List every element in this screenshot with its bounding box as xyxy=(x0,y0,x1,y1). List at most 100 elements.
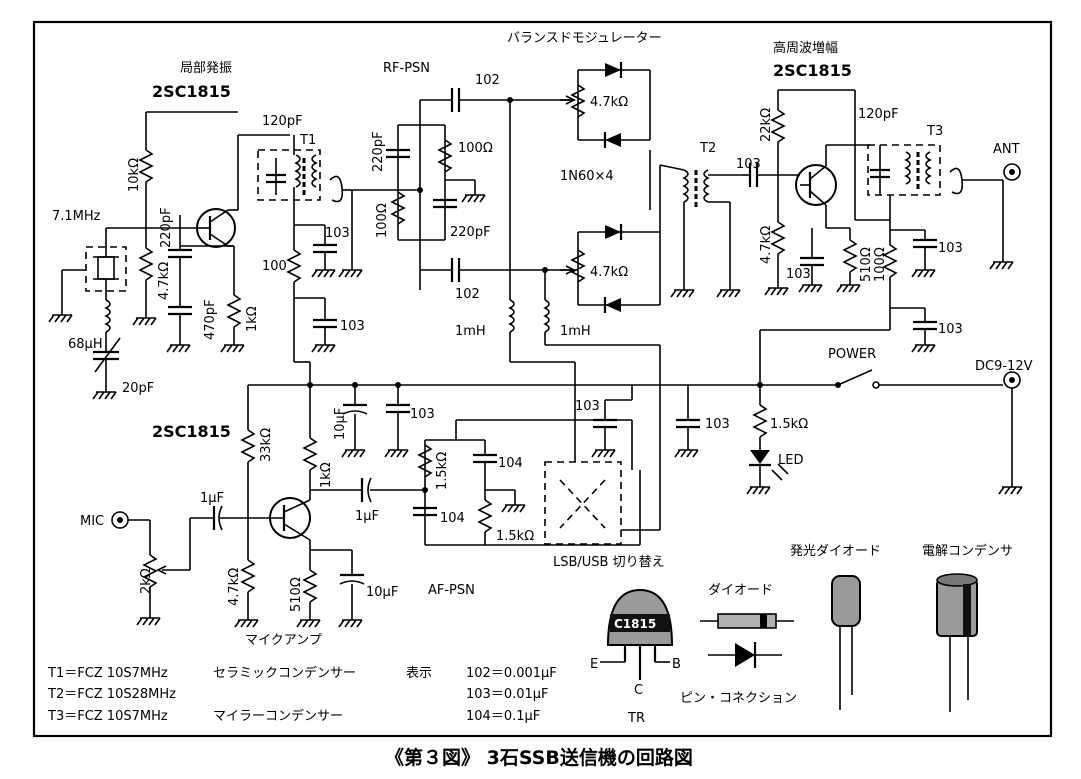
label-r-100-b: 100Ω xyxy=(458,141,493,156)
switch-label: LSB/USB 切り替え xyxy=(553,555,665,570)
ground-icon xyxy=(311,269,336,278)
diode-bm-4-icon xyxy=(605,298,621,312)
local-oscillator-section xyxy=(61,111,337,392)
lsb-usb-switch-icon xyxy=(544,461,622,545)
t2-secondary-coil xyxy=(703,169,710,203)
tr-pin-e: E xyxy=(590,657,598,672)
ground-icon xyxy=(836,284,861,293)
label-c-103-d: 103 xyxy=(786,267,811,282)
legend-102: 102＝0.001μF xyxy=(466,666,557,681)
legend-mylar: マイラーコンデンサー xyxy=(213,708,343,724)
label-r-100-a: 100 xyxy=(262,259,287,274)
label-l-1mh-a: 1mH xyxy=(455,324,486,339)
ground-icon xyxy=(716,289,741,298)
label-l-1mh-b: 1mH xyxy=(560,324,591,339)
diode-bm-3-icon xyxy=(605,225,621,239)
diode-symbol-icon xyxy=(735,643,755,667)
label-c-470pf: 470pF xyxy=(203,299,218,340)
ground-icon xyxy=(746,486,771,495)
label-c-103-f: 103 xyxy=(938,322,963,337)
ant-connector-icon xyxy=(1003,163,1021,181)
t2-primary-coil xyxy=(682,169,689,203)
led-part-label: 発光ダイオード xyxy=(790,544,881,559)
mic-amp-section xyxy=(111,385,425,620)
figure-caption: 《第３図》 3石SSB送信機の回路図 xyxy=(385,746,693,769)
label-c-1uf-a: 1μF xyxy=(200,491,224,506)
hf-amp-transistor: 2SC1815 xyxy=(773,61,852,80)
label-r-33k: 33kΩ xyxy=(259,428,274,462)
resistor-1k-mic xyxy=(302,437,318,471)
pin-connection-label: ピン・コネクション xyxy=(680,691,797,706)
label-c-10uf-b: 10μF xyxy=(366,585,398,600)
tr-pin-c: C xyxy=(634,683,643,698)
legend-t1: T1＝FCZ 10S7MHz xyxy=(47,666,168,681)
ground-icon xyxy=(132,317,157,326)
mic-amp-title: マイクアンプ xyxy=(245,633,322,648)
resistor-4k7-hf xyxy=(770,221,786,255)
label-mic: MIC xyxy=(80,514,104,529)
ground-icon xyxy=(911,344,936,353)
led-icon xyxy=(750,450,770,464)
balanced-modulator-title: バランスドモジュレーター xyxy=(507,31,662,46)
inductor-1mh-b xyxy=(543,299,550,333)
label-r-4k7-bm-b: 4.7kΩ xyxy=(590,265,628,280)
ground-icon xyxy=(911,269,936,278)
t3-primary-coil xyxy=(904,151,911,185)
diode-bm-1-icon xyxy=(605,63,621,77)
label-c-10uf-a: 10μF xyxy=(333,408,348,440)
diagram-frame xyxy=(32,20,1053,738)
label-t1: T1 xyxy=(299,133,316,148)
resistor-1k-osc xyxy=(226,294,242,328)
resistor-510-mic xyxy=(302,569,318,603)
resistor-4k7-mic xyxy=(240,559,256,593)
hf-amp-section xyxy=(742,89,1021,385)
label-r-4k7-hf: 4.7kΩ xyxy=(759,226,774,264)
label-c-1uf-b: 1μF xyxy=(355,509,379,524)
label-c-102-b: 102 xyxy=(455,287,480,302)
label-r-1k-a: 1kΩ xyxy=(245,306,260,332)
rf-psn-section xyxy=(329,88,575,290)
label-c-104-b: 104 xyxy=(440,511,465,526)
label-t3: T3 xyxy=(926,124,943,139)
ground-icon xyxy=(670,289,695,298)
label-r-2k: 2kΩ xyxy=(139,568,154,594)
label-power: POWER xyxy=(828,347,876,362)
label-c-104-a: 104 xyxy=(498,456,523,471)
label-r-4k7-bm-a: 4.7kΩ xyxy=(590,95,628,110)
resistor-510-hf xyxy=(842,239,858,273)
local-osc-title: 局部発振 xyxy=(180,61,232,76)
ground-icon xyxy=(338,269,363,278)
ground-icon xyxy=(384,449,409,458)
label-c-103-g: 103 xyxy=(410,407,435,422)
label-led: LED xyxy=(778,453,803,468)
ground-icon xyxy=(798,284,823,293)
label-r-1k5-af-a: 1.5kΩ xyxy=(435,452,450,490)
ground-icon xyxy=(234,619,259,628)
label-c-120pf-b: 120pF xyxy=(858,107,899,122)
hf-amp-title: 高周波増幅 xyxy=(773,40,838,56)
label-c-220pf-c: 220pF xyxy=(450,225,491,240)
resistor-100-hf xyxy=(882,244,898,278)
label-c-102-a: 102 xyxy=(475,73,500,88)
legend-ceramic: セラミックコンデンサー xyxy=(213,665,356,681)
ground-icon xyxy=(674,449,699,458)
transistor-hf-icon xyxy=(795,164,837,206)
transistor-osc-icon xyxy=(196,208,236,248)
label-r-100-d: 100Ω xyxy=(873,247,888,282)
tr-marking: C1815 xyxy=(614,617,656,631)
crystal-icon xyxy=(97,256,115,280)
label-freq: 7.1MHz xyxy=(52,209,101,224)
label-c-220pf-a: 220pF xyxy=(159,207,174,248)
ground-icon xyxy=(220,344,245,353)
tr-pin-b: B xyxy=(672,657,681,672)
t1-shield xyxy=(257,149,321,201)
ground-icon xyxy=(989,261,1014,270)
resistor-4k7-osc xyxy=(138,247,154,281)
crystal-shield xyxy=(85,246,127,292)
label-diodes: 1N60×4 xyxy=(560,169,614,184)
label-r-1k5-led: 1.5kΩ xyxy=(770,417,808,432)
label-c-103-h: 103 xyxy=(575,399,600,414)
ground-icon xyxy=(136,617,161,626)
ground-icon xyxy=(311,344,336,353)
